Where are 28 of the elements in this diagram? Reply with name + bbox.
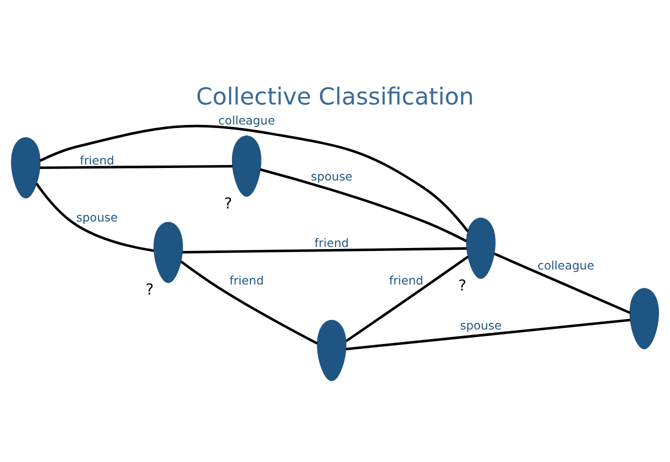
edge-label: spouse (460, 318, 502, 332)
edge-label: friend (314, 235, 349, 250)
node-person (466, 217, 496, 278)
diagram-title: Collective Classification (196, 82, 474, 110)
connector (40, 124, 469, 232)
node-person (232, 135, 262, 196)
node-person (316, 319, 346, 381)
node-label: ? (224, 194, 232, 212)
node-person (11, 136, 40, 198)
connector (260, 168, 467, 242)
node-label: ? (146, 280, 154, 298)
connector (346, 318, 630, 350)
edge-label: colleague (538, 258, 594, 272)
node-label: ? (458, 276, 466, 294)
connector (180, 260, 318, 344)
connector (494, 252, 630, 314)
connector (40, 164, 233, 168)
edge-label: friend (80, 153, 114, 168)
edge-label: friend (229, 272, 264, 287)
node-person (630, 288, 659, 349)
connector (345, 255, 469, 342)
edge-label: spouse (310, 169, 352, 184)
connector (36, 182, 154, 252)
connector (182, 246, 467, 254)
edge-label: friend (389, 272, 424, 287)
edge-label: spouse (76, 210, 118, 224)
edge-label: colleague (218, 112, 275, 127)
node-person (154, 221, 183, 283)
